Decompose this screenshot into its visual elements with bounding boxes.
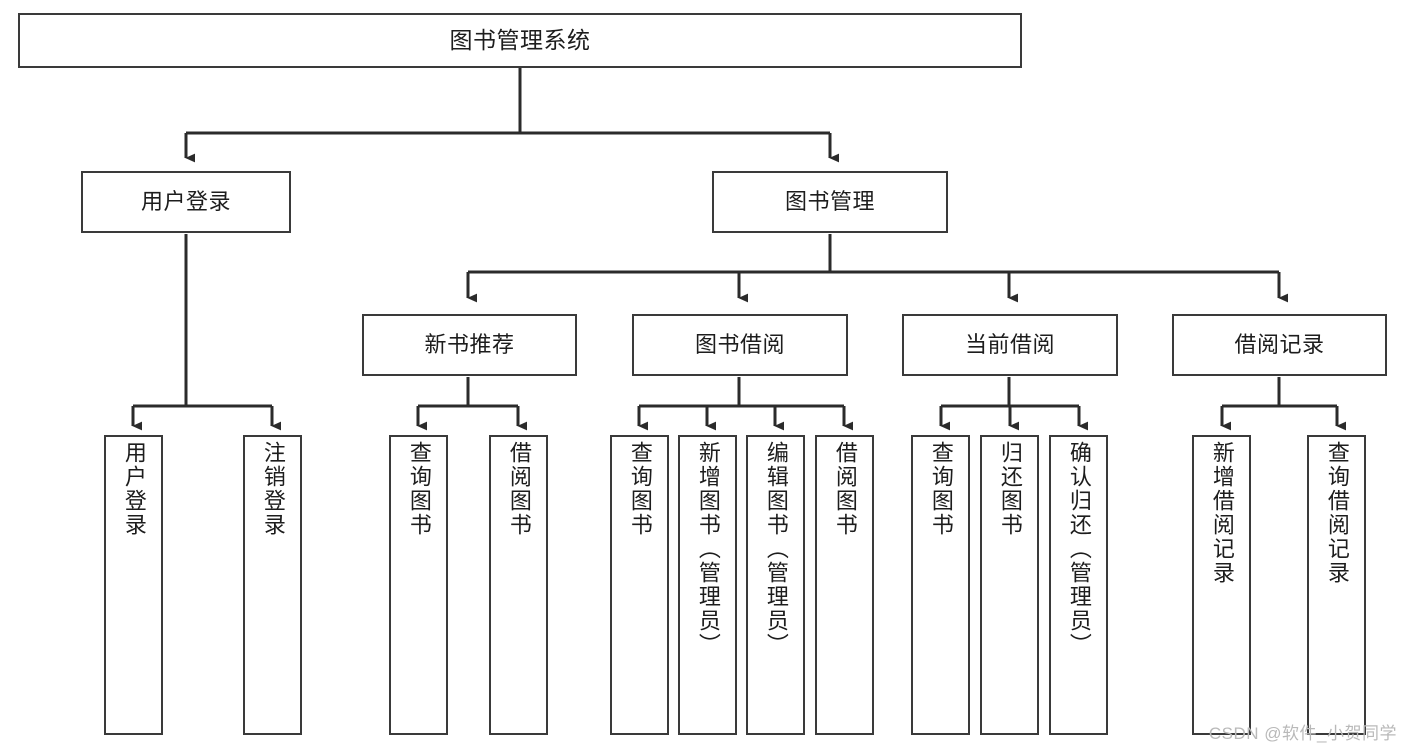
node-leaf-confirm-return-admin[interactable]: 确认归还（管理员） [1049,435,1108,735]
node-leaf-query-book-borrow[interactable]: 查询图书 [610,435,669,735]
node-root-system[interactable]: 图书管理系统 [18,13,1022,68]
root-to-level2-connectors [184,68,840,163]
node-current-borrow-label: 当前借阅 [964,332,1055,358]
node-book-manage[interactable]: 图书管理 [712,171,948,233]
node-borrow-record-label: 借阅记录 [1234,332,1325,358]
node-leaf-query-borrow-record[interactable]: 查询借阅记录 [1307,435,1366,735]
node-leaf-edit-book-admin-label: 编辑图书（管理员） [763,441,789,657]
node-leaf-borrow-book-new[interactable]: 借阅图书 [489,435,548,735]
node-leaf-add-borrow-record-label: 新增借阅记录 [1209,441,1235,585]
node-leaf-query-book-current[interactable]: 查询图书 [911,435,970,735]
node-user-login[interactable]: 用户登录 [81,171,291,233]
node-leaf-query-book-new[interactable]: 查询图书 [389,435,448,735]
borrow-record-to-leaves-connectors [1220,377,1347,431]
node-leaf-logout[interactable]: 注销登录 [243,435,302,735]
node-leaf-borrow-book-new-label: 借阅图书 [506,441,532,537]
node-book-borrow-label: 图书借阅 [694,332,785,358]
node-borrow-record[interactable]: 借阅记录 [1172,314,1387,376]
node-leaf-logout-label: 注销登录 [260,441,286,537]
node-leaf-return-book-label: 归还图书 [997,441,1023,537]
node-leaf-edit-book-admin[interactable]: 编辑图书（管理员） [746,435,805,735]
node-book-manage-label: 图书管理 [784,189,875,215]
book-manage-to-level3-connectors [466,234,1289,303]
node-leaf-confirm-return-admin-label: 确认归还（管理员） [1066,441,1092,657]
node-leaf-user-login[interactable]: 用户登录 [104,435,163,735]
node-new-book-recommend-label: 新书推荐 [424,332,515,358]
node-leaf-borrow-book[interactable]: 借阅图书 [815,435,874,735]
current-borrow-to-leaves-connectors [939,377,1089,431]
new-book-to-leaves-connectors [416,377,528,431]
node-leaf-add-borrow-record[interactable]: 新增借阅记录 [1192,435,1251,735]
node-root-system-label: 图书管理系统 [449,26,591,53]
node-user-login-label: 用户登录 [140,189,231,215]
csdn-watermark: CSDN @软件_小贺同学 [1208,724,1397,743]
node-leaf-return-book[interactable]: 归还图书 [980,435,1039,735]
node-leaf-add-book-admin[interactable]: 新增图书（管理员） [678,435,737,735]
node-leaf-query-book-current-label: 查询图书 [928,441,954,537]
node-leaf-query-borrow-record-label: 查询借阅记录 [1324,441,1350,585]
node-current-borrow[interactable]: 当前借阅 [902,314,1118,376]
node-leaf-query-book-new-label: 查询图书 [406,441,432,537]
node-leaf-query-book-borrow-label: 查询图书 [627,441,653,537]
node-leaf-user-login-label: 用户登录 [121,441,147,537]
node-leaf-add-book-admin-label: 新增图书（管理员） [695,441,721,657]
user-login-to-leaves-connectors [131,234,282,431]
book-borrow-to-leaves-connectors [637,377,854,431]
node-book-borrow[interactable]: 图书借阅 [632,314,848,376]
node-new-book-recommend[interactable]: 新书推荐 [362,314,577,376]
node-leaf-borrow-book-label: 借阅图书 [832,441,858,537]
